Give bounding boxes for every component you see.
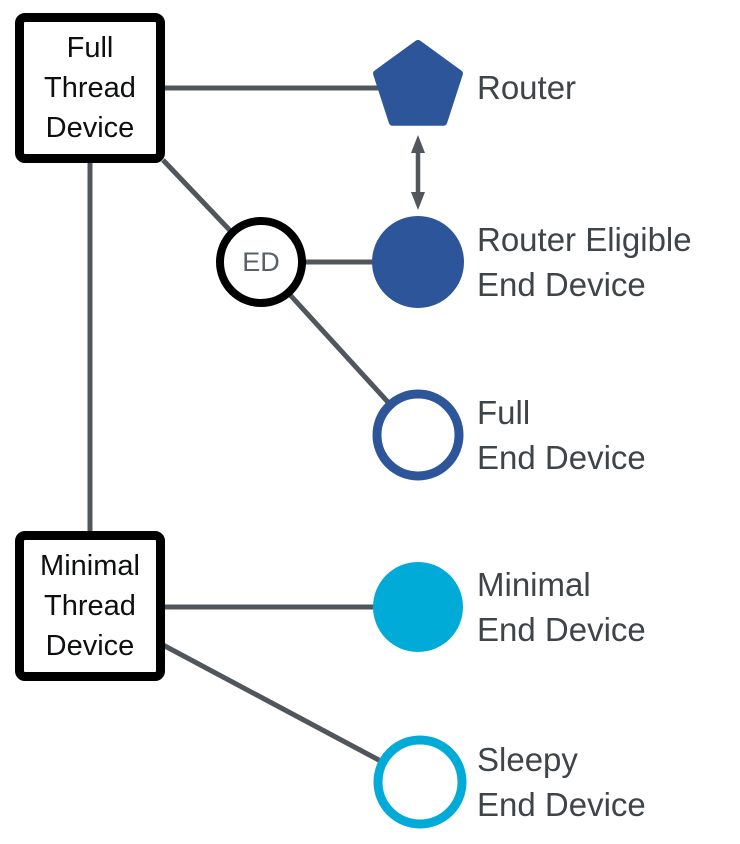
minimal-thread-device-label-line: Thread	[44, 590, 136, 622]
sleepy-end-device-shape	[373, 735, 467, 829]
label-line: Minimal	[477, 566, 591, 603]
router-pentagon-shape	[373, 40, 463, 126]
minimal-thread-device-label-line: Minimal	[40, 550, 140, 582]
label-line: End Device	[477, 266, 646, 303]
full-end-device-shape	[372, 389, 464, 481]
full-thread-device-label-line: Device	[45, 112, 135, 144]
full-thread-device-label-line: Full	[66, 32, 114, 64]
full-thread-device-box: Full Thread Device	[15, 13, 165, 163]
label-line: Sleepy	[477, 741, 578, 778]
label-line: End Device	[477, 611, 646, 648]
sleepy-end-device-label: Sleepy End Device	[477, 737, 646, 827]
full-thread-device-label-line: Thread	[44, 72, 136, 104]
ed-circle-label: ED	[242, 246, 280, 277]
arrow-head-down	[411, 192, 425, 210]
router-eligible-end-device-shape	[372, 216, 464, 308]
label-line: End Device	[477, 439, 646, 476]
router-reed-bidirectional-arrow	[411, 135, 425, 210]
arrow-head-up	[411, 135, 425, 153]
minimal-end-device-shape	[373, 562, 463, 652]
ed-circle-shape	[216, 217, 306, 307]
label-line: End Device	[477, 786, 646, 823]
minimal-end-device-label: Minimal End Device	[477, 562, 646, 652]
label-line: Router Eligible	[477, 221, 692, 258]
router-label: Router	[477, 69, 577, 106]
minimal-thread-device-box: Minimal Thread Device	[15, 531, 165, 681]
router-eligible-end-device-label: Router Eligible End Device	[477, 217, 692, 307]
minimal-thread-device-label-line: Device	[45, 630, 135, 662]
label-line: Full	[477, 394, 531, 431]
edge-minimal-thread-device-to-sleepy-end-device	[161, 642, 422, 785]
full-end-device-label: Full End Device	[477, 390, 646, 480]
